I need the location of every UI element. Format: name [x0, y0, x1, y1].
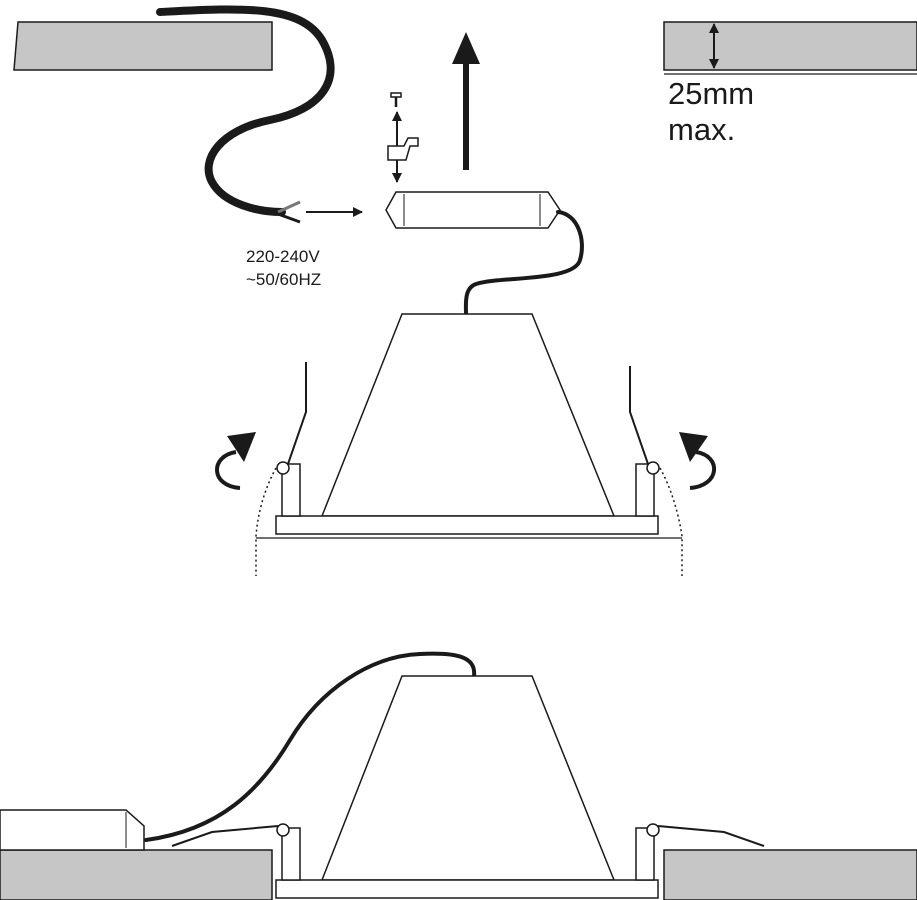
spring-clip-installed-right — [635, 823, 765, 881]
ceiling-panel-right — [663, 21, 917, 71]
installed-cable — [144, 651, 477, 842]
power-label-voltage: 220-240V — [246, 247, 320, 266]
driver-cable — [463, 210, 584, 316]
fixture-housing — [320, 313, 616, 517]
rotate-arrow-icon — [215, 432, 256, 490]
fixture-housing-installed — [320, 675, 616, 881]
thickness-value: 25 — [668, 76, 702, 111]
spring-clip-left — [255, 362, 307, 576]
ceiling-panel-left — [13, 21, 273, 71]
thickness-suffix: max. — [668, 112, 735, 147]
screw-icon — [390, 92, 402, 107]
wire-end-grey — [277, 200, 301, 214]
rotate-arrow-icon-right — [679, 432, 716, 490]
spring-clip-right — [629, 366, 683, 576]
driver-installed — [0, 809, 145, 851]
fixture-trim-installed — [275, 879, 659, 899]
ceiling-panel-bottom-left — [0, 849, 273, 900]
mains-cable — [156, 5, 335, 216]
ceiling-panel-bottom-right — [663, 849, 917, 900]
arrow-up-icon — [452, 32, 480, 170]
thickness-unit: mm — [702, 76, 754, 111]
mounting-clip-icon — [387, 137, 419, 161]
thickness-label: 25mm — [668, 76, 754, 111]
power-label-frequency: ~50/60HZ — [246, 270, 321, 289]
wire-end-dark — [277, 212, 301, 224]
led-driver — [385, 191, 561, 229]
fixture-trim — [275, 515, 659, 535]
spring-clip-installed-left — [171, 823, 301, 881]
